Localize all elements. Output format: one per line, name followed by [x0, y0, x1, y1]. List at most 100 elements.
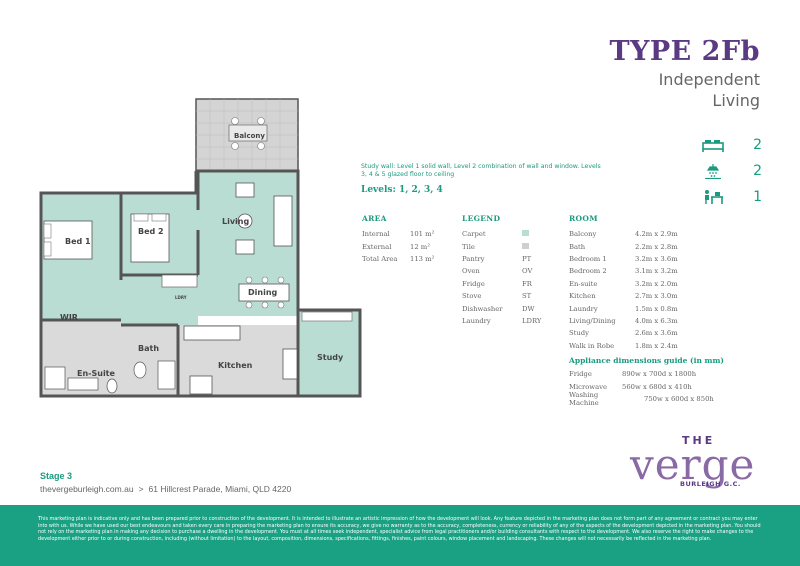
room-label: Bath	[569, 242, 586, 251]
room-dimension: 2.2m x 2.8m	[635, 242, 678, 251]
room-label: Balcony	[569, 230, 597, 239]
bedroom-count: 2	[702, 132, 762, 158]
legend-label: Oven	[462, 267, 480, 276]
room-dimension: 2.7m x 3.0m	[635, 292, 678, 301]
area-label: Total Area	[362, 254, 398, 263]
room-counts: 2 2 1	[702, 132, 762, 210]
legend-code: ST	[522, 292, 532, 301]
table-row: Bath 2.2m x 2.8m	[569, 240, 695, 252]
website-link[interactable]: thevergeburleigh.com.au	[40, 484, 134, 494]
kitchen-island	[183, 325, 241, 341]
disclaimer-text: This marketing plan is indicative only a…	[38, 516, 761, 542]
legend-label: Tile	[462, 242, 475, 251]
living-sofa	[273, 195, 293, 247]
plan-label-ldry: LDRY	[175, 295, 187, 300]
carpet-swatch	[522, 230, 529, 237]
legend-code: PT	[522, 254, 532, 263]
room-dimension: 1.8m x 2.4m	[635, 341, 678, 350]
room-dimension: 4.2m x 2.9m	[635, 230, 678, 239]
room-label: Laundry	[569, 304, 598, 313]
area-value: 12 m²	[410, 242, 430, 251]
table-row: Total Area 113 m²	[362, 253, 450, 265]
plan-label-ensuite: En-Suite	[77, 369, 116, 378]
table-row: Living/Dining 4.0m x 6.3m	[569, 315, 695, 327]
plan-label-living: Living	[222, 217, 249, 226]
plan-label-bed1: Bed 1	[65, 237, 91, 246]
room-dimension: 2.6m x 3.6m	[635, 329, 678, 338]
dining-table	[238, 283, 290, 302]
legend-label: Fridge	[462, 279, 485, 288]
appliance-dimension: 750w x 600d x 850h	[644, 394, 714, 403]
living-armchair	[235, 182, 255, 198]
room-dimension: 3.2m x 3.6m	[635, 254, 678, 263]
appliance-heading: Appliance dimensions guide (in mm)	[569, 356, 724, 365]
table-row: Bedroom 1 3.2m x 3.6m	[569, 253, 695, 265]
bed2-bed	[130, 213, 170, 263]
table-row: Study 2.6m x 3.6m	[569, 327, 695, 339]
area-heading: AREA	[362, 214, 387, 223]
bed-icon	[702, 140, 724, 152]
plan-label-dining: Dining	[248, 288, 278, 297]
legend-label: Laundry	[462, 316, 491, 325]
room-dimension: 4.0m x 6.3m	[635, 316, 678, 325]
legend-code: LDRY	[522, 316, 542, 325]
room-dimension: 1.5m x 0.8m	[635, 304, 678, 313]
table-row: Laundry 1.5m x 0.8m	[569, 302, 695, 314]
bed1-bed	[43, 220, 93, 260]
appliance-label: Microwave	[569, 382, 608, 391]
room-dimension: 3.1m x 3.2m	[635, 267, 678, 276]
study-wall-note: Study wall: Level 1 solid wall, Level 2 …	[361, 163, 601, 178]
table-row: Kitchen 2.7m x 3.0m	[569, 290, 695, 302]
legend-label: Carpet	[462, 230, 486, 239]
address-line: thevergeburleigh.com.au >61 Hillcrest Par…	[40, 484, 291, 494]
room-label: En-suite	[569, 279, 598, 288]
appliance-label: Fridge	[569, 370, 592, 379]
table-row: Carpet	[462, 228, 552, 240]
area-label: External	[362, 242, 392, 251]
room-label: Walk in Robe	[569, 341, 615, 350]
legend-label: Dishwasher	[462, 304, 503, 313]
study-count-value: 1	[753, 189, 762, 205]
table-row: Balcony 4.2m x 2.9m	[569, 228, 695, 240]
address-separator: >	[138, 484, 144, 494]
disclaimer-footer: This marketing plan is indicative only a…	[0, 505, 800, 566]
balcony-table	[228, 124, 268, 142]
study-floor	[298, 310, 360, 396]
room-label: Kitchen	[569, 292, 596, 301]
fridge-space	[282, 348, 298, 380]
room-table: Balcony 4.2m x 2.9m Bath 2.2m x 2.8m Bedro…	[569, 228, 695, 352]
appliance-dimension: 560w x 680d x 410h	[622, 382, 692, 391]
street-address: 61 Hillcrest Parade, Miami, QLD 4220	[148, 484, 292, 494]
table-row: Tile	[462, 240, 552, 252]
room-label: Bedroom 1	[569, 254, 607, 263]
unit-subtitle-line2: Living	[712, 91, 760, 110]
bathroom-count-value: 2	[753, 163, 762, 179]
room-label: Bedroom 2	[569, 267, 607, 276]
plan-label-kitchen: Kitchen	[218, 361, 253, 370]
toilet	[133, 361, 147, 379]
plan-label-bath: Bath	[138, 344, 159, 353]
shower	[157, 360, 176, 390]
table-row: External 12 m²	[362, 240, 450, 252]
shower-icon	[705, 164, 721, 179]
tile-swatch	[522, 242, 529, 249]
room-label: Study	[569, 329, 589, 338]
logo-the: THE	[682, 434, 716, 447]
table-row: Oven OV	[462, 265, 552, 277]
stage-label: Stage 3	[40, 471, 73, 481]
table-row: Walk in Robe 1.8m x 2.4m	[569, 340, 695, 352]
study-count: 1	[702, 184, 762, 210]
room-label: Living/Dining	[569, 316, 616, 325]
legend-code: OV	[522, 267, 533, 276]
plan-walls	[39, 169, 362, 398]
appliance-label: Washing Machine	[569, 390, 599, 407]
area-value: 113 m²	[410, 254, 435, 263]
